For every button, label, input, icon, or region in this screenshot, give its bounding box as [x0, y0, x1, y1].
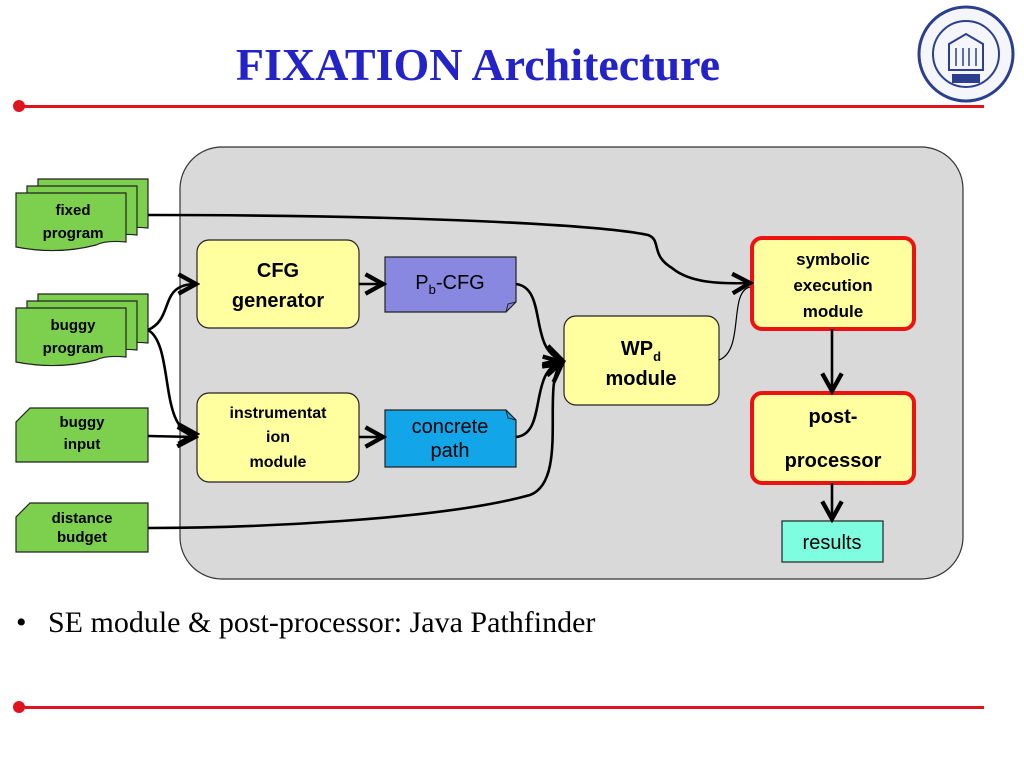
concrete-path-line1: concrete: [412, 416, 489, 438]
buggy-program-line2: program: [43, 340, 104, 357]
post-processor-line1: post-: [809, 406, 858, 428]
pb-cfg-main: P: [415, 272, 428, 294]
instrumentation-line1: instrumentat: [230, 405, 328, 422]
instrumentation-module: instrumentat ion module: [196, 392, 360, 483]
distance-budget-line2: budget: [57, 529, 107, 546]
svg-text:Pb-CFG: Pb-CFG: [415, 272, 484, 297]
concrete-path-artifact: concrete path: [384, 409, 517, 468]
bullet-mark: •: [16, 606, 27, 639]
fixed-program-input: fixed program: [15, 178, 149, 252]
bullet-text: SE module & post-processor: Java Pathfin…: [48, 606, 596, 639]
fixed-program-to-symbolic-connector: [147, 213, 750, 283]
bullet-point: • SE module & post-processor: Java Pathfi…: [16, 606, 595, 640]
cfg-generator-line1: CFG: [257, 260, 299, 282]
wp-main: WP: [621, 338, 653, 360]
wp-module: WPd module: [563, 315, 720, 406]
wp-subscript: d: [653, 349, 661, 364]
symbolic-execution-line1: symbolic: [796, 250, 870, 269]
fixed-program-line2: program: [43, 225, 104, 242]
instrumentation-line2: ion: [266, 429, 290, 446]
top-rule-dot: [13, 100, 25, 112]
slide-title: FIXATION Architecture: [235, 39, 721, 90]
svg-text:WPd: WPd: [621, 338, 661, 364]
symbolic-execution-module: symbolic execution module: [750, 236, 916, 331]
buggy-program-input: buggy program: [15, 293, 149, 367]
buggy-program-line1: buggy: [51, 317, 97, 334]
buggy-input-line1: buggy: [60, 414, 106, 431]
bottom-rule: [20, 706, 984, 709]
pb-cfg-rest: -CFG: [436, 272, 485, 294]
post-processor-line2: processor: [785, 450, 882, 472]
instrumentation-line3: module: [250, 454, 307, 471]
symbolic-execution-line2: execution: [793, 276, 872, 295]
uc-davis-seal-logo: [917, 5, 1015, 103]
results-output: results: [781, 520, 884, 563]
cfg-generator-line2: generator: [232, 290, 324, 312]
cfg-generator-module: CFG generator: [196, 239, 360, 329]
distance-budget-line1: distance: [52, 510, 113, 527]
post-processor-module: post- processor: [750, 391, 916, 485]
fixed-program-line1: fixed: [55, 202, 90, 219]
wp-to-symbolic-connector: [718, 286, 751, 361]
distance-budget-to-wp-connector: [147, 364, 562, 530]
buggy-input-line2: input: [64, 436, 101, 453]
results-label: results: [803, 532, 862, 554]
pb-cfg-artifact: Pb-CFG: [384, 256, 517, 313]
distance-budget-card: distance budget: [15, 502, 149, 553]
concrete-path-line2: path: [431, 440, 470, 462]
pb-cfg-subscript: b: [429, 282, 436, 297]
wp-line2: module: [605, 368, 676, 390]
buggy-program-to-cfg-connector: [147, 284, 196, 332]
symbolic-execution-line3: module: [803, 302, 863, 321]
buggy-input-card: buggy input: [15, 407, 149, 463]
bottom-rule-dot: [13, 701, 25, 713]
top-rule: [20, 105, 984, 108]
buggy-input-to-instrumentation-connector: [147, 436, 195, 437]
